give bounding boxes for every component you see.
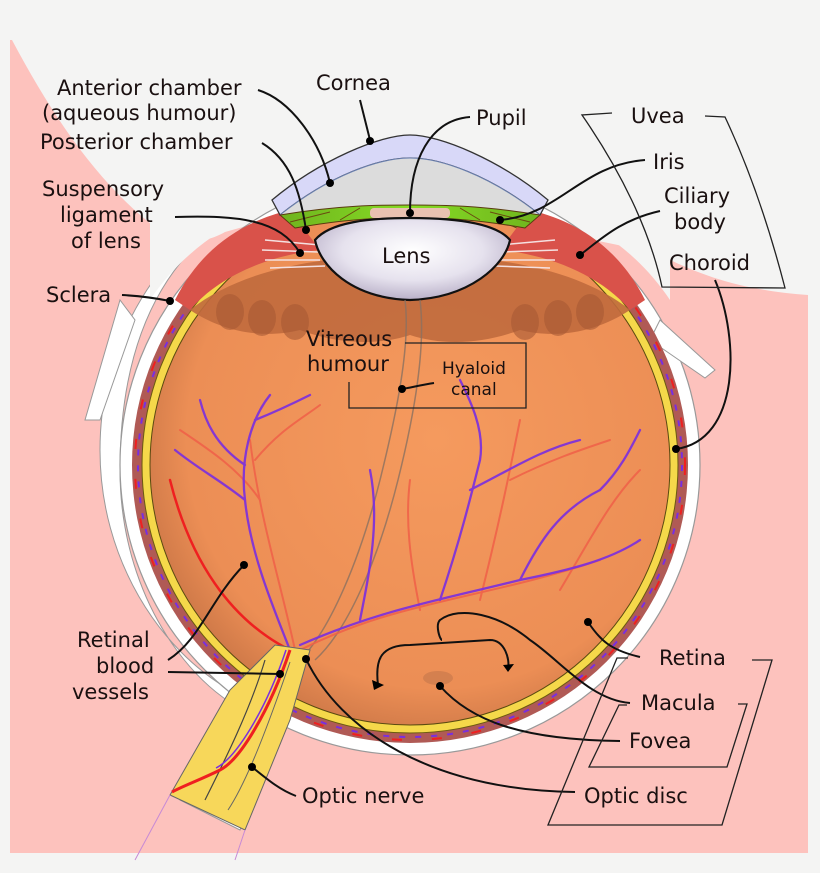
label-pupil: Pupil <box>476 106 527 130</box>
label-suspensory-2: ligament <box>60 203 153 227</box>
hyaloid-canal <box>299 299 423 661</box>
label-lens: Lens <box>382 244 431 268</box>
label-vitreous-2: humour <box>307 352 389 376</box>
label-iris: Iris <box>653 150 685 174</box>
labels: Anterior chamber (aqueous humour) Cornea… <box>40 71 750 808</box>
label-choroid: Choroid <box>669 251 750 275</box>
label-retinal-3: vessels <box>72 680 149 704</box>
leader-lines <box>121 89 732 797</box>
label-retinal-1: Retinal <box>77 628 150 652</box>
label-aqueous-humour: (aqueous humour) <box>42 101 236 125</box>
label-ciliary-1: Ciliary <box>664 184 730 208</box>
label-optic-disc: Optic disc <box>584 784 688 808</box>
label-ciliary-2: body <box>674 210 726 234</box>
label-uvea: Uvea <box>631 104 685 128</box>
label-hyaloid-1: Hyaloid <box>442 359 506 379</box>
group-brackets <box>348 112 786 826</box>
label-sclera: Sclera <box>46 283 111 307</box>
label-anterior-chamber: Anterior chamber <box>57 76 242 100</box>
label-optic-nerve: Optic nerve <box>302 784 424 808</box>
label-vitreous-1: Vitreous <box>306 327 392 351</box>
fovea-pit <box>423 671 453 685</box>
lens <box>313 216 512 302</box>
retinal-vessels <box>168 378 642 652</box>
label-suspensory-1: Suspensory <box>42 177 164 201</box>
optic-nerve <box>134 644 311 861</box>
label-suspensory-3: of lens <box>71 229 141 253</box>
label-macula: Macula <box>641 691 716 715</box>
label-posterior-chamber: Posterior chamber <box>40 130 233 154</box>
label-retina: Retina <box>659 646 726 670</box>
label-fovea: Fovea <box>629 729 691 753</box>
label-retinal-2: blood <box>96 654 154 678</box>
label-hyaloid-2: canal <box>451 380 497 400</box>
label-cornea: Cornea <box>316 71 391 95</box>
